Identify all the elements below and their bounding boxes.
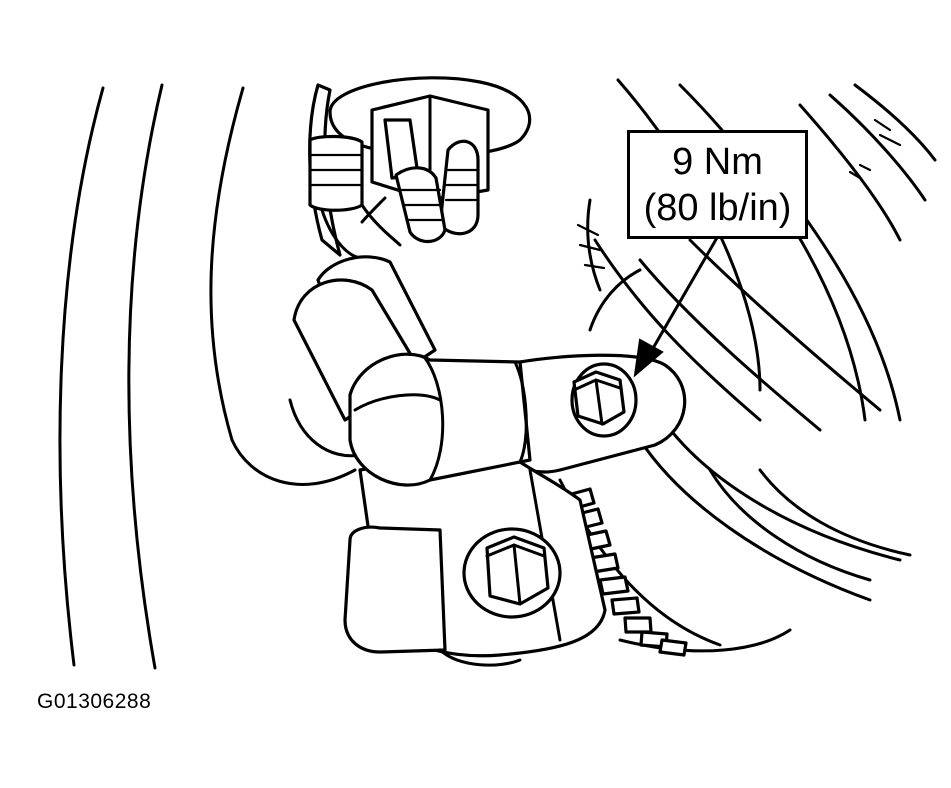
sensor-barrel — [348, 352, 532, 487]
torque-metric-label: 9 Nm — [672, 140, 763, 183]
torque-spec-callout: 9 Nm (80 lb/in) — [627, 130, 808, 239]
wire-grommet — [328, 76, 532, 244]
leader-arrow — [633, 234, 720, 378]
figure-id: G01306288 — [37, 690, 152, 713]
lower-hex-bolt — [462, 527, 562, 619]
bracket-bolt — [570, 362, 638, 438]
lower-bolt-cylinder — [343, 525, 522, 667]
torque-imperial-label: (80 lb/in) — [643, 186, 792, 229]
background-arcs-left — [58, 83, 245, 670]
